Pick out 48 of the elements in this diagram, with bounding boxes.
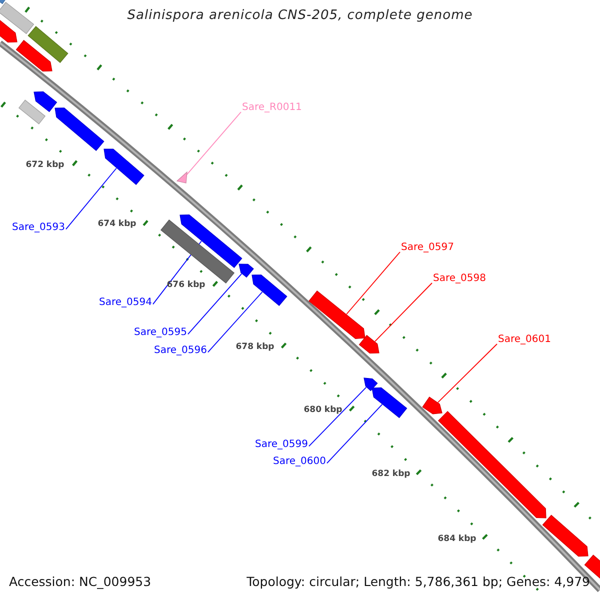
gene-feature [34, 91, 58, 112]
gene-feature [364, 378, 378, 392]
gene-feature [104, 148, 144, 185]
leader-line [437, 344, 498, 403]
gene-label: Sare_0599 [255, 439, 308, 451]
feature-marker [176, 171, 188, 184]
tick-label: 678 kbp [236, 341, 274, 353]
leader-line [186, 112, 242, 176]
tick-label: 684 kbp [438, 533, 476, 545]
gene-label: Sare_0593 [12, 222, 65, 234]
tick-label: 672 kbp [26, 159, 64, 171]
leader-line [208, 292, 263, 353]
gene-label: Sare_0597 [401, 242, 454, 254]
gene-feature [0, 18, 18, 43]
gene-feature [542, 514, 588, 557]
gene-label: Sare_0601 [498, 334, 551, 346]
title: Salinispora arenicola CNS-205, complete genome [126, 10, 474, 22]
gene-label: Sare_R0011 [242, 102, 302, 114]
gene-label: Sare_0596 [154, 345, 207, 357]
gene-label: Sare_0595 [134, 327, 187, 339]
gene-feature [422, 396, 442, 414]
leader-line [66, 168, 117, 230]
feature-bar [28, 26, 68, 63]
gene-label: Sare_0594 [99, 297, 152, 309]
gene-feature [438, 410, 546, 518]
feature-bar [18, 100, 46, 124]
tick-label: 676 kbp [166, 279, 206, 291]
gene-feature [16, 40, 52, 72]
gene-label: Sare_0598 [433, 273, 486, 285]
footer-text: Topology: circular; Length: 5,786,361 bp; Genes: 4,979 [246, 576, 590, 588]
feature-bar [0, 2, 34, 34]
gene-feature [180, 214, 242, 268]
gene-feature [252, 274, 288, 306]
leader-line [326, 404, 383, 464]
gene-feature [372, 387, 408, 418]
leader-line [346, 252, 400, 315]
leader-line [308, 386, 367, 447]
gene-feature [238, 264, 254, 278]
footer-text: Accession: NC_009953 [9, 576, 152, 588]
tick-label: 674 kbp [98, 218, 136, 230]
leader-line [374, 282, 432, 342]
leader-line [188, 273, 242, 335]
tick-label: 682 kbp [372, 468, 410, 480]
gene-feature [358, 334, 380, 354]
gene-feature [54, 108, 104, 151]
gene-feature [308, 290, 366, 339]
gene-label: Sare_0600 [273, 456, 326, 468]
tick-label: 680 kbp [304, 404, 342, 416]
